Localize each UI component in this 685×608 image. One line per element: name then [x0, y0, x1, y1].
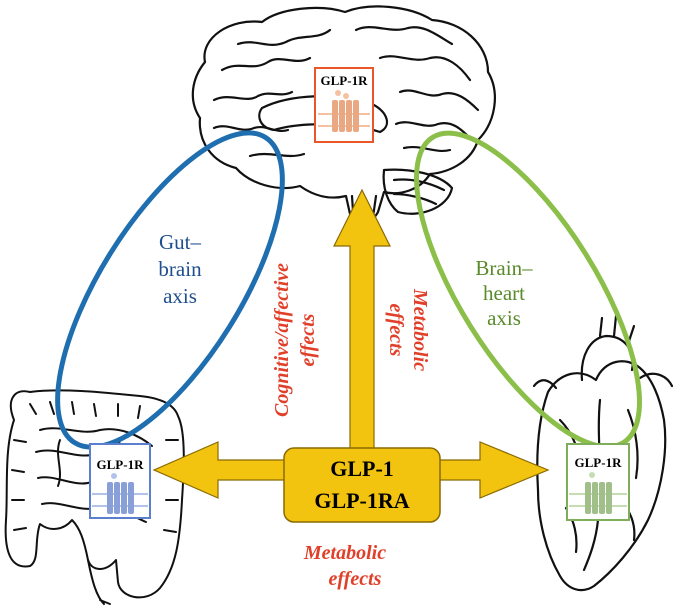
brain-heart-axis-label: Brain– heart axis	[475, 256, 533, 330]
brain-heart-line1: Brain–	[475, 256, 533, 280]
metabolic-bottom-effects-label: Metabolic effects	[303, 542, 386, 590]
gut-brain-line1: Gut–	[159, 230, 202, 254]
gut-receptor-icon	[92, 473, 148, 514]
gut-brain-line2: brain	[158, 257, 202, 281]
cognitive-line1: Cognitive/affective	[271, 263, 293, 417]
left-arrow	[152, 441, 293, 499]
metabolic-up-line1: Metabolic	[409, 288, 431, 371]
metabolic-up-line2: effects	[385, 304, 407, 357]
brain-fold-8	[394, 121, 472, 140]
cognitive-line2: effects	[297, 313, 319, 366]
cognitive-effects-label: Cognitive/affective effects	[271, 263, 319, 417]
metabolic-up-effects-label: Metabolic effects	[385, 288, 431, 371]
colon-haustra-1	[29, 401, 141, 419]
gut-brain-line3: axis	[163, 284, 197, 308]
center-label-line1: GLP-1	[330, 456, 394, 481]
heart-receptor-icon	[569, 472, 627, 514]
gut-receptor-box: GLP-1R	[89, 443, 151, 519]
metabolic-bottom-line1: Metabolic	[303, 542, 386, 564]
aorta	[580, 334, 634, 382]
brain-fold-7	[212, 125, 290, 132]
heart-receptor-label: GLP-1R	[575, 455, 623, 470]
up-arrow	[333, 188, 391, 453]
brain-receptor-label: GLP-1R	[321, 73, 369, 88]
brain-heart-line2: heart	[483, 281, 525, 305]
brain-fold-6	[398, 89, 480, 112]
brain-fold-2	[236, 28, 332, 46]
colon-outline	[4, 389, 185, 599]
brain-heart-line3: axis	[487, 306, 521, 330]
metabolic-bottom-line2: effects	[329, 568, 382, 590]
right-arrow	[431, 441, 550, 499]
brain-fold-3	[354, 26, 454, 46]
gut-brain-axis-label: Gut– brain axis	[158, 230, 202, 308]
brain-fold-4	[378, 55, 472, 82]
arrows	[152, 188, 550, 523]
brain-outline	[191, 5, 496, 224]
brain-receptor-icon	[318, 90, 370, 132]
center-label-line2: GLP-1RA	[314, 488, 409, 513]
gut-receptor-label: GLP-1R	[97, 457, 145, 472]
brain-fold-5	[212, 90, 294, 102]
small-intestine-1	[39, 427, 153, 447]
rectum	[87, 559, 111, 605]
vessel-2	[532, 372, 674, 390]
heart-receptor-box: GLP-1R	[566, 443, 630, 521]
brain-heart-axis-oval	[414, 130, 642, 450]
heart-outline	[536, 360, 667, 592]
brain-receptor-box: GLP-1R	[314, 67, 374, 143]
gut-brain-axis-oval	[55, 130, 285, 450]
center-box	[283, 447, 441, 523]
brain-fold-1	[220, 56, 312, 72]
brain-cerebellum	[382, 168, 454, 215]
